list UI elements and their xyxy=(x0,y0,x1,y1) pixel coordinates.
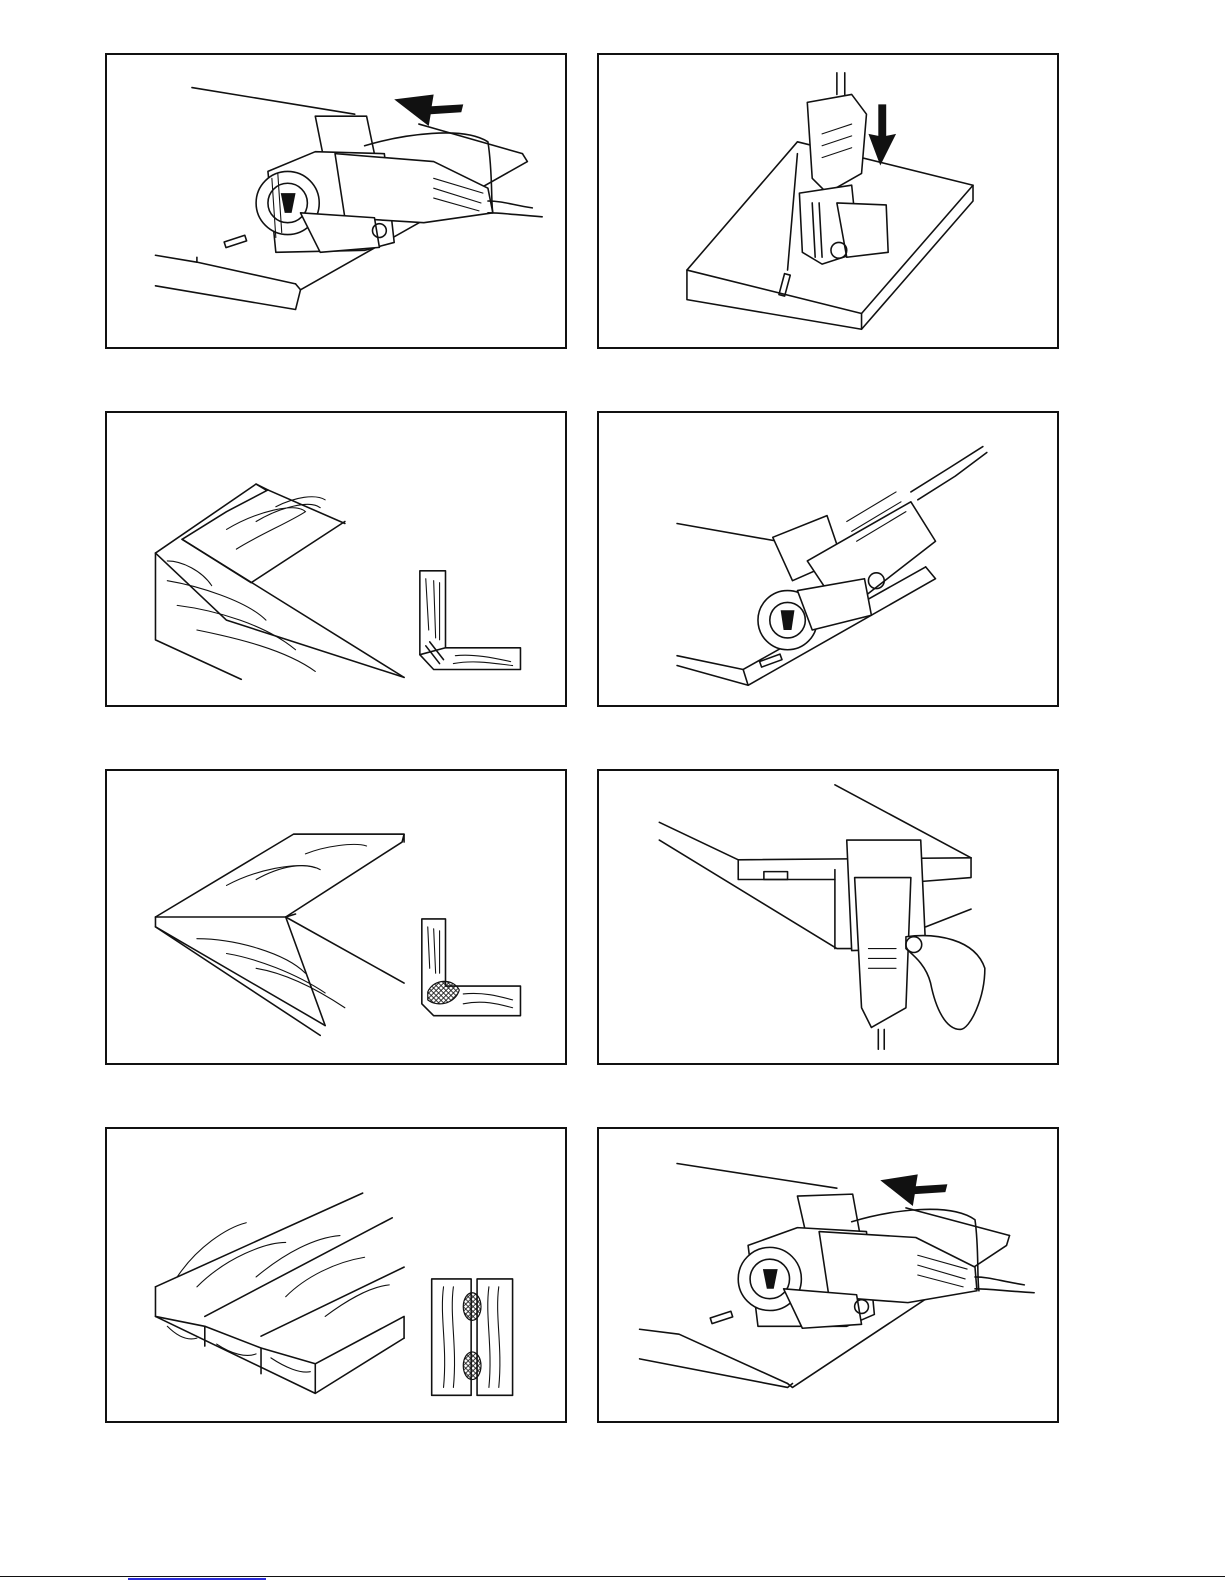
joiner-vertical-illustration xyxy=(599,55,1057,347)
flat-miter-illustration xyxy=(107,771,565,1063)
figure-panel-7 xyxy=(105,1127,567,1423)
figure-panel-2 xyxy=(597,53,1059,349)
joiner-edge-illustration xyxy=(599,771,1057,1063)
plunge-direction-arrow xyxy=(868,104,896,165)
figure-panel-1 xyxy=(105,53,567,349)
bottom-link-underline[interactable] xyxy=(128,1578,266,1580)
feed-direction-arrow xyxy=(394,94,463,126)
figure-panel-3 xyxy=(105,411,567,707)
figure-panel-8 xyxy=(597,1127,1059,1423)
joiner-horizontal-illustration xyxy=(107,55,565,347)
figure-panel-6 xyxy=(597,769,1059,1065)
figure-panel-5 xyxy=(105,769,567,1065)
joiner-miter-illustration xyxy=(599,413,1057,705)
edge-joint-illustration xyxy=(107,1129,565,1421)
figure-panel-4 xyxy=(597,411,1059,707)
joiner-horizontal-illustration-2 xyxy=(599,1129,1057,1421)
bottom-rule xyxy=(0,1576,1225,1577)
miter-joint-illustration xyxy=(107,413,565,705)
feed-direction-arrow-2 xyxy=(880,1174,947,1206)
